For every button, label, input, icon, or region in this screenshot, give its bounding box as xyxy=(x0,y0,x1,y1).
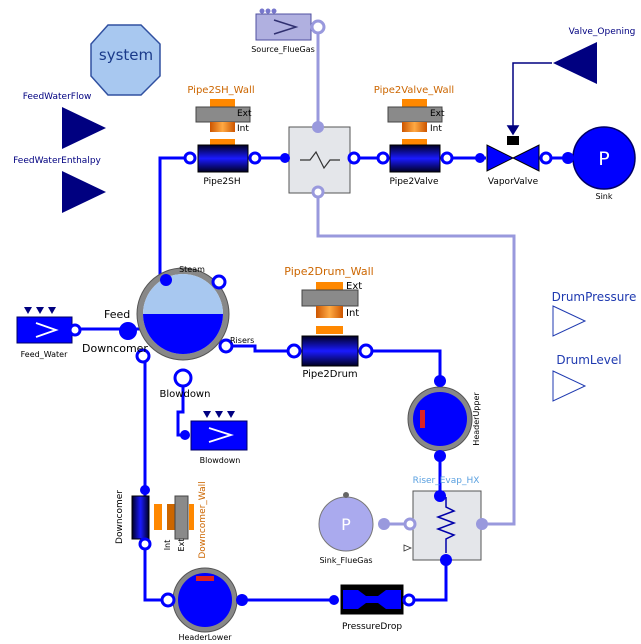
blowdown-label: Blowdown xyxy=(200,456,241,465)
riser-evap-hx[interactable]: Riser_Evap_HX xyxy=(403,476,488,566)
steam-drum[interactable]: Steam Feed Downcomer Risers Blowdown xyxy=(82,265,254,400)
drum-steam-label: Steam xyxy=(179,265,205,274)
pipe2sh-label: Pipe2SH xyxy=(203,177,240,187)
drumlevel-label: DrumLevel xyxy=(556,353,621,367)
pipe2valve[interactable]: Pipe2Valve xyxy=(376,144,454,187)
feedwaterflow-label: FeedWaterFlow xyxy=(23,92,92,102)
drumpressure-output[interactable]: DrumPressure xyxy=(552,290,637,337)
downcomer[interactable]: Downcomer xyxy=(115,485,152,551)
pipe2sh-wall-ext-label: Ext xyxy=(237,109,252,119)
drumpressure-label: DrumPressure xyxy=(552,290,637,304)
pipe2valve-wall-ext-label: Ext xyxy=(430,109,445,119)
drum-feed-label: Feed xyxy=(104,308,130,321)
pipe2drum-to-headerupper-line xyxy=(368,349,442,380)
drum-risers-label: Risers xyxy=(230,336,254,345)
downcomer-wall-int-label: Int xyxy=(163,540,172,551)
feedwaterflow-input[interactable]: FeedWaterFlow xyxy=(23,92,106,149)
pipe2drum[interactable]: Pipe2Drum xyxy=(286,335,374,380)
sink-fluegas-p-label: P xyxy=(341,515,351,534)
downcomer-wall-ext-label: Ext xyxy=(177,539,186,552)
source-fluegas-label: Source_FlueGas xyxy=(251,45,315,54)
sink-fluegas[interactable]: P Sink_FlueGas xyxy=(318,492,390,565)
header-lower-label: HeaderLower xyxy=(178,633,232,642)
pipe2sh-wall-int-label: Int xyxy=(237,124,249,134)
blowdown-sink[interactable]: Blowdown xyxy=(180,411,248,465)
feed-water-source[interactable]: Feed_Water xyxy=(16,307,82,359)
sh-to-hx-fluegas-line xyxy=(316,192,516,526)
drumlevel-output[interactable]: DrumLevel xyxy=(552,353,622,402)
system-label: system xyxy=(99,46,153,64)
pressure-drop-label: PressureDrop xyxy=(342,622,402,632)
feedwaterenthalpy-label: FeedWaterEnthalpy xyxy=(13,156,101,166)
pipe2valve-wall-label: Pipe2Valve_Wall xyxy=(374,85,454,96)
pipe2sh-wall-label: Pipe2SH_Wall xyxy=(187,85,254,96)
sink-label: Sink xyxy=(595,192,612,201)
valve-opening-signal-line xyxy=(512,62,552,132)
feed-water-label: Feed_Water xyxy=(21,350,68,359)
drum-steam-to-pipe2sh-line xyxy=(158,156,196,282)
downcomer-wall[interactable]: Int Ext Downcomer_Wall xyxy=(154,481,208,559)
feedwaterenthalpy-input[interactable]: FeedWaterEnthalpy xyxy=(13,156,106,213)
downcomer-to-drum-line xyxy=(143,354,147,496)
pipe2sh-wall[interactable]: Pipe2SH_Wall Ext Int xyxy=(187,85,255,147)
pipe2sh[interactable]: Pipe2SH xyxy=(183,144,262,187)
header-upper-label: HeaderUpper xyxy=(472,392,481,446)
valve-opening-input[interactable]: Valve_Opening xyxy=(553,27,635,84)
pipe2valve-wall[interactable]: Pipe2Valve_Wall Ext Int xyxy=(374,85,454,147)
pipe2valve-label: Pipe2Valve xyxy=(389,177,439,187)
header-lower[interactable]: HeaderLower xyxy=(160,567,248,642)
pipe2drum-label: Pipe2Drum xyxy=(302,369,357,380)
drum-downcomer-label: Downcomer xyxy=(82,342,148,355)
pipe2drum-wall[interactable]: Pipe2Drum_Wall Ext Int xyxy=(284,265,374,334)
riser-evap-hx-label: Riser_Evap_HX xyxy=(413,476,480,486)
drum-risers-to-pipe2drum-line xyxy=(226,344,294,353)
superheater-hx[interactable] xyxy=(280,121,361,199)
pressure-drop[interactable]: PressureDrop xyxy=(329,584,416,632)
vapor-valve[interactable]: VaporValve xyxy=(475,136,553,187)
hx-to-pressuredrop-line xyxy=(403,560,448,602)
sink[interactable]: P Sink xyxy=(562,126,636,201)
source-fluegas[interactable]: Source_FlueGas xyxy=(251,8,326,55)
system-block[interactable]: system xyxy=(90,24,161,96)
downcomer-wall-label: Downcomer_Wall xyxy=(198,481,208,558)
pipe2drum-wall-int-label: Int xyxy=(346,308,359,319)
header-upper[interactable]: HeaderUpper xyxy=(407,375,481,462)
signal-connections xyxy=(506,62,552,136)
vapor-valve-label: VaporValve xyxy=(488,177,539,187)
pipe2drum-wall-ext-label: Ext xyxy=(346,281,362,292)
pipe2drum-wall-label: Pipe2Drum_Wall xyxy=(284,265,373,278)
sink-fluegas-label: Sink_FlueGas xyxy=(319,556,372,565)
sink-p-label: P xyxy=(598,148,609,170)
valve-opening-label: Valve_Opening xyxy=(569,27,636,37)
pipe2valve-wall-int-label: Int xyxy=(430,124,442,134)
downcomer-label: Downcomer xyxy=(115,490,125,544)
drum-blowdown-label: Blowdown xyxy=(160,389,211,400)
